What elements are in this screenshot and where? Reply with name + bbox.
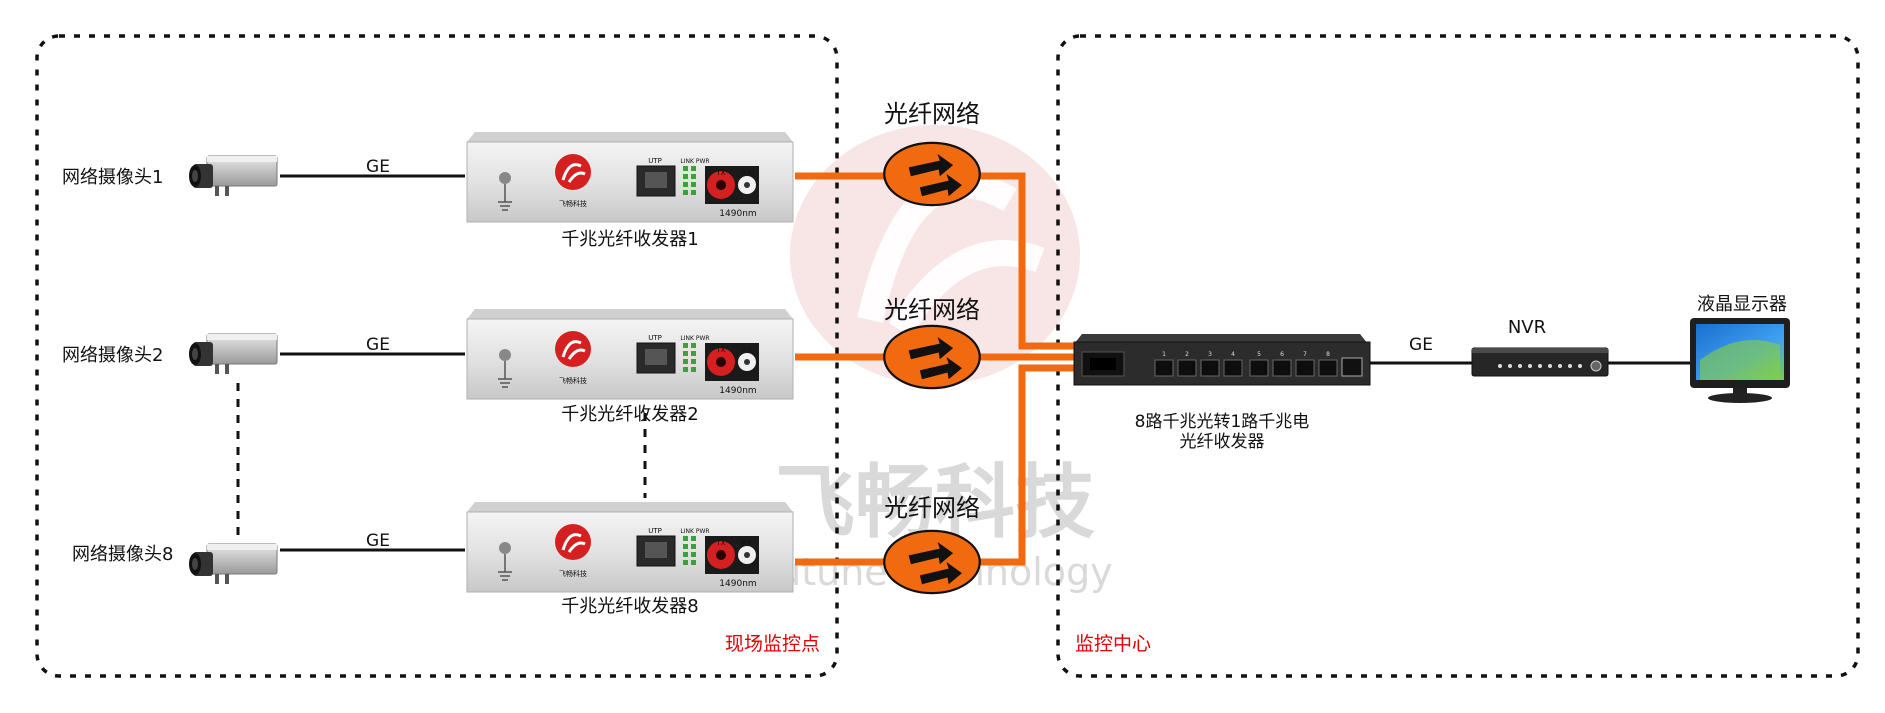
aggregator-label-line1: 8路千兆光转1路千兆电 — [1135, 412, 1310, 432]
camera-icon — [188, 543, 278, 585]
device-brand: 飞畅科技 — [559, 376, 587, 385]
device-utp: UTP — [648, 527, 662, 535]
device-wavelength: 1490nm — [719, 579, 756, 589]
center-zone-label: 监控中心 — [1075, 633, 1151, 655]
camera-label: 网络摄像头8 — [72, 544, 173, 565]
monitor-label: 液晶显示器 — [1697, 294, 1787, 315]
port-number: 3 — [1208, 351, 1212, 358]
transceiver-1: 飞畅科技 UTP LINK PWR TX RX 1490nm 千兆光纤收发器1 — [465, 130, 795, 250]
transceiver-8: 飞畅科技 UTP LINK PWR TX RX 1490nm 千兆光纤收发器8 — [465, 500, 795, 617]
device-tx: TX — [715, 169, 725, 177]
device-brand: 飞畅科技 — [559, 569, 587, 578]
camera-label: 网络摄像头2 — [62, 345, 163, 366]
aggregator-device: 1 2 3 4 5 6 7 8 8路千兆光转1路千兆电 光纤收发器 — [1073, 334, 1371, 452]
aggregator-port-numbers: 1 2 3 4 5 6 7 8 — [1162, 351, 1330, 358]
camera-icon — [188, 155, 278, 197]
device-leds: LINK PWR — [680, 158, 709, 165]
device-rx: RX — [742, 346, 752, 354]
device-leds: LINK PWR — [680, 335, 709, 342]
camera-icon — [188, 333, 278, 375]
device-wavelength: 1490nm — [719, 209, 756, 219]
ge-label-8: GE — [366, 531, 390, 551]
transceiver-label: 千兆光纤收发器8 — [561, 596, 698, 617]
port-number: 6 — [1280, 351, 1284, 358]
fiber-network-label: 光纤网络 — [884, 100, 980, 128]
camera-8: 网络摄像头8 — [72, 543, 278, 585]
device-tx: TX — [715, 346, 725, 354]
port-number: 4 — [1231, 351, 1235, 358]
port-number: 2 — [1185, 351, 1189, 358]
port-number: 8 — [1326, 351, 1330, 358]
fiber-network-8: 光纤网络 — [883, 494, 981, 595]
device-utp: UTP — [648, 157, 662, 165]
site-zone-border — [35, 34, 839, 678]
fiber-network-icon — [883, 141, 981, 207]
port-number: 5 — [1257, 351, 1261, 358]
transceiver-label: 千兆光纤收发器1 — [561, 229, 698, 250]
fiber-network-icon — [883, 529, 981, 595]
nvr-label: NVR — [1508, 317, 1546, 338]
nvr-device: NVR — [1471, 317, 1609, 377]
aggregator-link-label: GE — [1409, 335, 1433, 355]
fiber-network-label: 光纤网络 — [884, 296, 980, 324]
port-number: 7 — [1303, 351, 1307, 358]
nvr-led-row — [1498, 364, 1582, 368]
device-rx: RX — [742, 539, 752, 547]
fiber-network-label: 光纤网络 — [884, 494, 980, 522]
aggregator-rj45-port — [1341, 357, 1363, 377]
camera-label: 网络摄像头1 — [62, 167, 163, 188]
device-utp: UTP — [648, 334, 662, 342]
site-zone-label: 现场监控点 — [725, 633, 820, 655]
device-wavelength: 1490nm — [719, 386, 756, 396]
nvr-power-button — [1590, 360, 1602, 372]
ge-label-1: GE — [366, 157, 390, 177]
port-number: 1 — [1162, 351, 1166, 358]
transceiver-label: 千兆光纤收发器2 — [561, 404, 698, 425]
aggregator-sfp-ports — [1154, 359, 1338, 377]
aggregator-label-line2: 光纤收发器 — [1180, 432, 1265, 452]
device-brand: 飞畅科技 — [559, 199, 587, 208]
fiber-network-2: 光纤网络 — [883, 296, 981, 390]
device-tx: TX — [715, 539, 725, 547]
device-rx: RX — [742, 169, 752, 177]
ge-label-2: GE — [366, 335, 390, 355]
transceiver-2: 飞畅科技 UTP LINK PWR TX RX 1490nm 千兆光纤收发器2 — [465, 307, 795, 425]
fiber-network-icon — [883, 324, 981, 390]
fiber-network-1: 光纤网络 — [883, 100, 981, 207]
device-leds: LINK PWR — [680, 528, 709, 535]
monitor-device: 液晶显示器 — [1690, 294, 1790, 403]
camera-1: 网络摄像头1 — [62, 155, 278, 197]
camera-2: 网络摄像头2 — [62, 333, 278, 375]
